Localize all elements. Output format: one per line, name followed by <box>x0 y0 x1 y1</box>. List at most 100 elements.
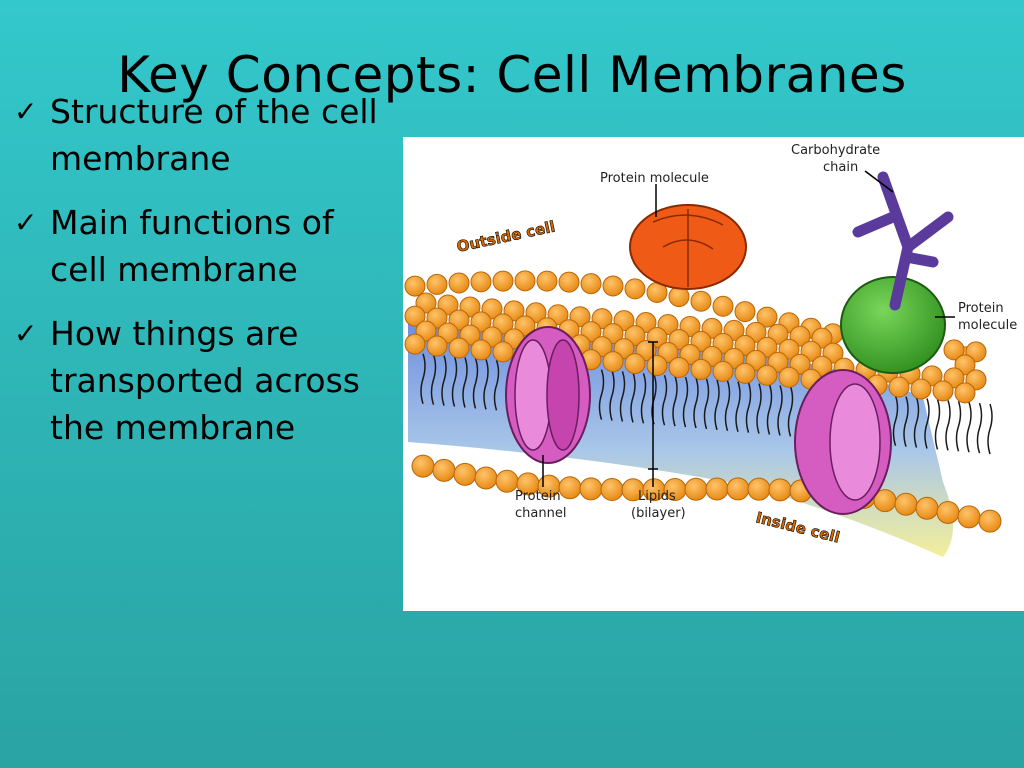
label-carbohydrate: Carbohydrate <box>791 143 880 158</box>
lipid-tail <box>955 401 962 452</box>
lipid-tail <box>451 356 458 407</box>
lipid-head <box>470 339 492 361</box>
lipid-head <box>514 270 536 292</box>
label-protein-right: Protein <box>958 301 1004 316</box>
lipid-tail <box>462 357 468 408</box>
lipid-head <box>768 478 792 502</box>
lipid-tail <box>766 384 773 435</box>
lipid-head <box>411 454 435 478</box>
lipid-head <box>756 364 778 386</box>
bullet-item: ✓ Structure of the cell membrane <box>14 88 434 182</box>
lipid-head <box>602 351 624 373</box>
lipid-head <box>558 476 582 500</box>
lipid-head <box>684 477 708 501</box>
lipid-head <box>668 356 690 378</box>
lipid-head <box>910 378 932 400</box>
bullet-item: ✓ Main functions of cell membrane <box>14 199 434 293</box>
lipid-tail <box>913 397 920 448</box>
lipid-tail <box>714 379 720 431</box>
lipid-tail <box>745 382 752 433</box>
lipid-head <box>432 458 456 482</box>
lipid-tail <box>598 369 605 420</box>
lipid-head <box>646 355 668 377</box>
lipid-tail <box>682 376 689 428</box>
lipid-head <box>602 275 624 297</box>
lipid-tail <box>693 377 699 429</box>
label-outside-cell: Outside cell <box>455 217 557 255</box>
lipid-head <box>580 273 602 295</box>
protein-channel-left <box>505 326 591 464</box>
lipid-head <box>888 376 910 398</box>
lipid-tail <box>661 374 668 426</box>
lipid-head <box>936 500 960 524</box>
lipid-head <box>915 496 939 520</box>
bullet-text: How things are transported across the me… <box>50 314 361 447</box>
lipid-head <box>705 477 729 501</box>
lipid-head <box>726 477 750 501</box>
lipid-tail <box>703 378 710 430</box>
lipid-tail <box>966 401 972 453</box>
cell-membrane-diagram: Protein molecule Carbohydrate chain Outs… <box>403 137 1024 611</box>
lipid-head <box>448 272 470 294</box>
lipid-head <box>470 271 492 293</box>
lipid-tail <box>430 354 437 405</box>
lipid-head <box>453 462 477 486</box>
carbohydrate-chain <box>852 171 954 311</box>
lipid-tail <box>976 402 983 454</box>
lipid-head <box>558 271 580 293</box>
protein-molecule-green <box>840 276 946 374</box>
bullet-text: Main functions of cell membrane <box>50 203 334 289</box>
lipid-head <box>747 477 771 501</box>
checkmark-icon: ✓ <box>14 317 38 350</box>
lipid-head <box>734 301 756 323</box>
slide-title: Key Concepts: Cell Membranes <box>117 45 907 104</box>
lipid-tail <box>756 383 762 434</box>
lipid-head <box>404 275 426 297</box>
label-carbohydrate-chain: chain <box>823 160 858 175</box>
lipid-tail <box>493 360 500 411</box>
lipid-tail <box>420 353 426 404</box>
lipid-tail <box>945 400 951 451</box>
bullet-list: ✓ Structure of the cell membrane ✓ Main … <box>14 88 434 451</box>
lipid-tail <box>609 370 615 421</box>
lipid-head <box>712 360 734 382</box>
label-molecule-right: molecule <box>958 318 1017 333</box>
lipid-head <box>690 290 712 312</box>
lipid-tail <box>934 399 941 450</box>
lipid-head <box>404 305 426 327</box>
lipid-tail <box>735 381 741 432</box>
lipid-tail <box>777 385 783 436</box>
label-inside-cell: Inside cell <box>754 508 842 546</box>
label-channel: channel <box>515 506 566 521</box>
lipid-head <box>404 333 426 355</box>
checkmark-icon: ✓ <box>14 206 38 239</box>
lipid-head <box>712 295 734 317</box>
lipid-tail <box>619 371 626 422</box>
lipid-head <box>624 278 646 300</box>
lipid-head <box>932 380 954 402</box>
lipid-tail <box>483 359 489 410</box>
lipid-head <box>734 362 756 384</box>
lipid-head <box>978 509 1002 533</box>
lipid-head <box>448 337 470 359</box>
lipid-head <box>778 366 800 388</box>
lipid-tail <box>892 395 899 446</box>
membrane-illustration: Protein molecule Carbohydrate chain Outs… <box>404 143 1017 557</box>
lipid-head <box>426 335 448 357</box>
lipid-head <box>492 341 514 363</box>
lipid-head <box>954 382 976 404</box>
lipid-tail <box>672 375 678 427</box>
lipid-tails <box>420 353 993 455</box>
lipid-tail <box>724 380 731 432</box>
checkmark-icon: ✓ <box>14 95 38 128</box>
lipid-tail <box>472 358 479 409</box>
label-lipids: Lipids <box>638 489 676 504</box>
protein-channel-right <box>794 369 892 515</box>
lipid-head <box>536 270 558 292</box>
label-bilayer: (bilayer) <box>631 506 686 521</box>
lipid-head <box>624 353 646 375</box>
lipid-head <box>426 273 448 295</box>
lipid-tail <box>787 386 794 437</box>
lipid-tail <box>640 373 647 424</box>
lipid-tail <box>924 398 930 449</box>
